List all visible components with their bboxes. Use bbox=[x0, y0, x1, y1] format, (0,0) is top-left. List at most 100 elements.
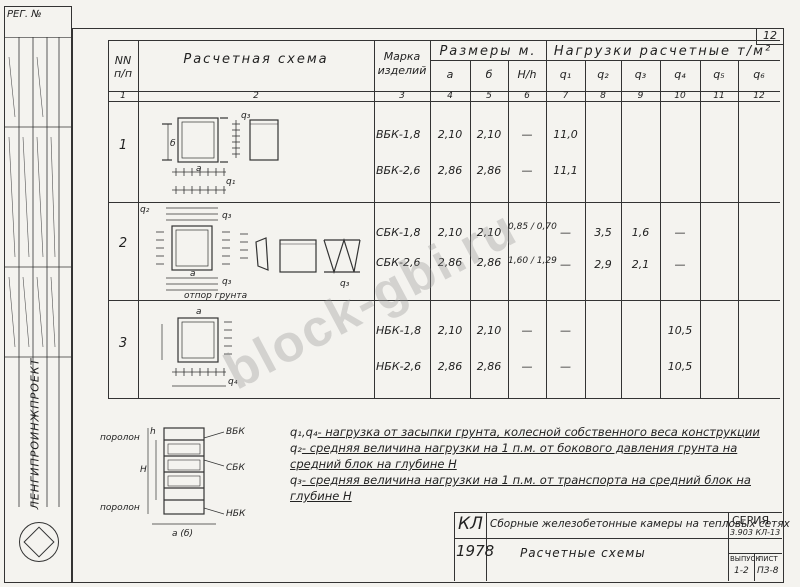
header-q2: q₂ bbox=[597, 68, 609, 81]
issue-value: 1-2 bbox=[734, 566, 749, 576]
scheme-label-a: a bbox=[196, 164, 202, 174]
load-q2-cell: 3,5 bbox=[594, 226, 612, 239]
scheme-label-q1: q₁ bbox=[226, 177, 236, 187]
issue-label: ВЫПУСК bbox=[730, 555, 761, 563]
legend-text: - средняя величина нагрузки на 1 п.м. от… bbox=[290, 473, 751, 503]
dim-b-cell: 2,10 bbox=[476, 324, 502, 337]
load-q3-cell: 1,6 bbox=[631, 226, 650, 239]
dim-b-cell: 2,86 bbox=[476, 256, 502, 269]
scheme-label-q2: q₂ bbox=[140, 205, 150, 215]
scheme-label-a: a bbox=[196, 307, 202, 317]
header-q1: q₁ bbox=[559, 68, 572, 81]
dim-a-cell: 2,86 bbox=[437, 164, 463, 177]
col-number: 12 bbox=[753, 91, 765, 101]
header-q4: q₄ bbox=[674, 68, 686, 81]
col-number: 11 bbox=[713, 91, 725, 101]
header-dimensions: Размеры м. bbox=[439, 44, 537, 59]
mark-cell: СБК-2,6 bbox=[376, 256, 421, 269]
scheme-nbk bbox=[161, 317, 232, 387]
sheet-value: ПЗ-8 bbox=[757, 566, 779, 576]
mark-cell: ВБК-1,8 bbox=[376, 128, 421, 141]
series-label: СЕРИЯ bbox=[732, 514, 770, 527]
legend: q₁,q₄- нагрузка от засыпки грунта, колес… bbox=[290, 424, 770, 504]
mark-cell: СБК-1,8 bbox=[376, 226, 421, 239]
dim-a-cell: 2,86 bbox=[437, 256, 463, 269]
section-label-sbk: СБК bbox=[226, 463, 245, 473]
load-q1-cell: 11,0 bbox=[553, 128, 578, 141]
header-loads: Нагрузки расчетные т/м² bbox=[553, 44, 773, 59]
section-label-nbk: НБК bbox=[226, 509, 246, 519]
dim-a-cell: 2,10 bbox=[437, 226, 463, 239]
section-label-base: a (б) bbox=[172, 529, 193, 539]
load-q4-cell: — bbox=[674, 258, 686, 271]
mark-cell: ВБК-2,6 bbox=[376, 164, 421, 177]
row-number: 2 bbox=[118, 236, 128, 251]
scheme-label-q3: q₃ bbox=[222, 277, 232, 287]
section-label-hh: h bbox=[150, 427, 156, 437]
legend-item: q₂- средняя величина нагрузки на 1 п.м. … bbox=[290, 440, 770, 472]
dim-hh-cell: — bbox=[521, 324, 533, 337]
col-number: 6 bbox=[524, 91, 530, 101]
dim-a-cell: 2,10 bbox=[437, 128, 463, 141]
header-a: a bbox=[446, 68, 454, 81]
col-number: 10 bbox=[674, 91, 686, 101]
col-number: 1 bbox=[120, 91, 126, 101]
col-number: 7 bbox=[562, 91, 569, 101]
header-scheme: Расчетная схема bbox=[183, 52, 329, 67]
scheme-label-a: a bbox=[190, 269, 196, 279]
drawing-subtitle: Расчетные схемы bbox=[520, 546, 646, 560]
row-number: 3 bbox=[118, 336, 128, 351]
title-code: КЛ bbox=[458, 514, 483, 534]
mark-cell: НБК-2,6 bbox=[376, 360, 422, 373]
col-number: 5 bbox=[486, 91, 492, 101]
section-label-top: поролон bbox=[100, 433, 140, 443]
load-q4-cell: — bbox=[674, 226, 686, 239]
load-q1-cell: — bbox=[560, 324, 571, 337]
header-mark: Марка изделий bbox=[377, 50, 427, 77]
dim-hh-cell: — bbox=[521, 360, 533, 373]
section-drawing bbox=[147, 427, 225, 525]
col-number: 8 bbox=[600, 91, 606, 101]
header-b: б bbox=[485, 68, 493, 81]
drawing-title: Сборные железобетонные камеры на тепловы… bbox=[490, 518, 790, 530]
dim-b-cell: 2,10 bbox=[476, 128, 502, 141]
dim-b-cell: 2,86 bbox=[476, 360, 502, 373]
header-q5: q₅ bbox=[713, 68, 725, 81]
load-q1-cell: — bbox=[560, 360, 571, 373]
col-number: 4 bbox=[447, 91, 453, 101]
dim-b-cell: 2,86 bbox=[476, 164, 502, 177]
header-q3: q₃ bbox=[634, 68, 647, 81]
load-q2-cell: 2,9 bbox=[594, 258, 612, 271]
load-q3-cell: 2,1 bbox=[631, 258, 650, 271]
dim-a-cell: 2,86 bbox=[437, 360, 463, 373]
load-q1-cell: — bbox=[560, 226, 571, 239]
mark-cell: НБК-1,8 bbox=[376, 324, 422, 337]
scheme-label-q3: q₃ bbox=[241, 111, 251, 121]
legend-symbol: q₃ bbox=[290, 473, 302, 487]
load-q4-cell: 10,5 bbox=[667, 360, 693, 373]
legend-text: - средняя величина нагрузки на 1 п.м. от… bbox=[290, 441, 738, 471]
section-label-vbk: ВБК bbox=[226, 427, 245, 437]
header-q6: q₆ bbox=[753, 68, 765, 81]
load-q1-cell: 11,1 bbox=[553, 164, 578, 177]
dim-hh-cell: 1,60 / 1,29 bbox=[508, 256, 557, 266]
title-year: 1978 bbox=[456, 542, 495, 560]
stamp-grid bbox=[5, 37, 71, 507]
legend-symbol: q₂ bbox=[290, 441, 302, 455]
scheme-sbk bbox=[156, 207, 361, 291]
registration-label: РЕГ. № bbox=[7, 9, 42, 20]
col-number: 3 bbox=[399, 91, 405, 101]
organization-logo-icon bbox=[19, 522, 59, 562]
scheme-label-q3: q₃ bbox=[340, 279, 350, 289]
dim-hh-cell: — bbox=[521, 164, 533, 177]
legend-item: q₃- средняя величина нагрузки на 1 п.м. … bbox=[290, 472, 770, 504]
dim-hh-cell: 0,85 / 0,70 bbox=[508, 222, 557, 232]
page-number: 12 bbox=[756, 28, 783, 45]
scheme-label-b: б bbox=[170, 139, 176, 149]
section-label-h: H bbox=[140, 465, 147, 475]
drawing-frame bbox=[72, 28, 784, 583]
section-label-bottom: поролон bbox=[100, 503, 140, 513]
series-value: 3.903 КЛ-13 bbox=[730, 528, 781, 537]
